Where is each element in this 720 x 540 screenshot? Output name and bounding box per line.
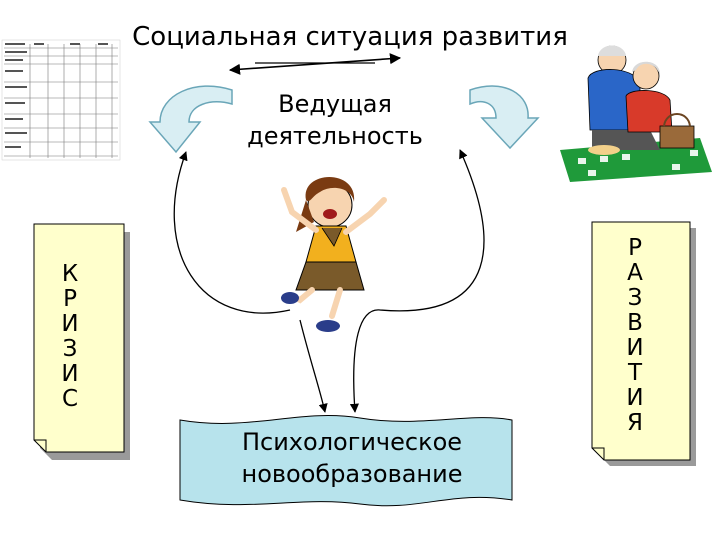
development-letter: Я	[627, 410, 643, 436]
crisis-letter: З	[62, 336, 78, 362]
development-letter: И	[626, 335, 644, 361]
connector-arrows	[173, 149, 485, 413]
crisis-letter: И	[61, 311, 79, 337]
development-letter: И	[626, 385, 644, 411]
crisis-vertical-text: К Р И З И С	[48, 262, 92, 412]
crisis-letter: И	[61, 361, 79, 387]
right-curved-arrow	[469, 85, 540, 150]
jumping-girl-image	[281, 177, 387, 332]
left-curved-arrow	[148, 85, 233, 154]
development-letter: Т	[627, 360, 643, 386]
neoformation-line-1: Психологическое	[241, 428, 463, 456]
crisis-letter: К	[61, 261, 79, 287]
crisis-note	[33, 223, 130, 460]
psychological-neoformation-label: Психологическое новообразование	[212, 426, 492, 490]
development-letter: А	[627, 260, 643, 286]
result-banner	[179, 415, 513, 507]
crisis-letter: Р	[63, 286, 77, 312]
development-letter: Р	[628, 235, 642, 261]
development-letter: З	[627, 285, 643, 311]
leading-activity-line-1: Ведущая	[278, 90, 392, 118]
grandparents-picnic-image	[560, 45, 712, 182]
development-note	[591, 221, 696, 466]
leading-activity-label: Ведущая деятельность	[230, 88, 440, 152]
crisis-letter: С	[61, 386, 79, 412]
development-letter: В	[627, 310, 643, 336]
table-thumbnail-image	[1, 39, 121, 161]
leading-activity-line-2: деятельность	[247, 122, 423, 150]
diagram-title: Социальная ситуация развития	[132, 22, 568, 52]
neoformation-line-2: новообразование	[241, 460, 463, 488]
development-vertical-text: Р А З В И Т И Я	[613, 236, 657, 436]
double-arrow-under-title	[228, 53, 402, 75]
